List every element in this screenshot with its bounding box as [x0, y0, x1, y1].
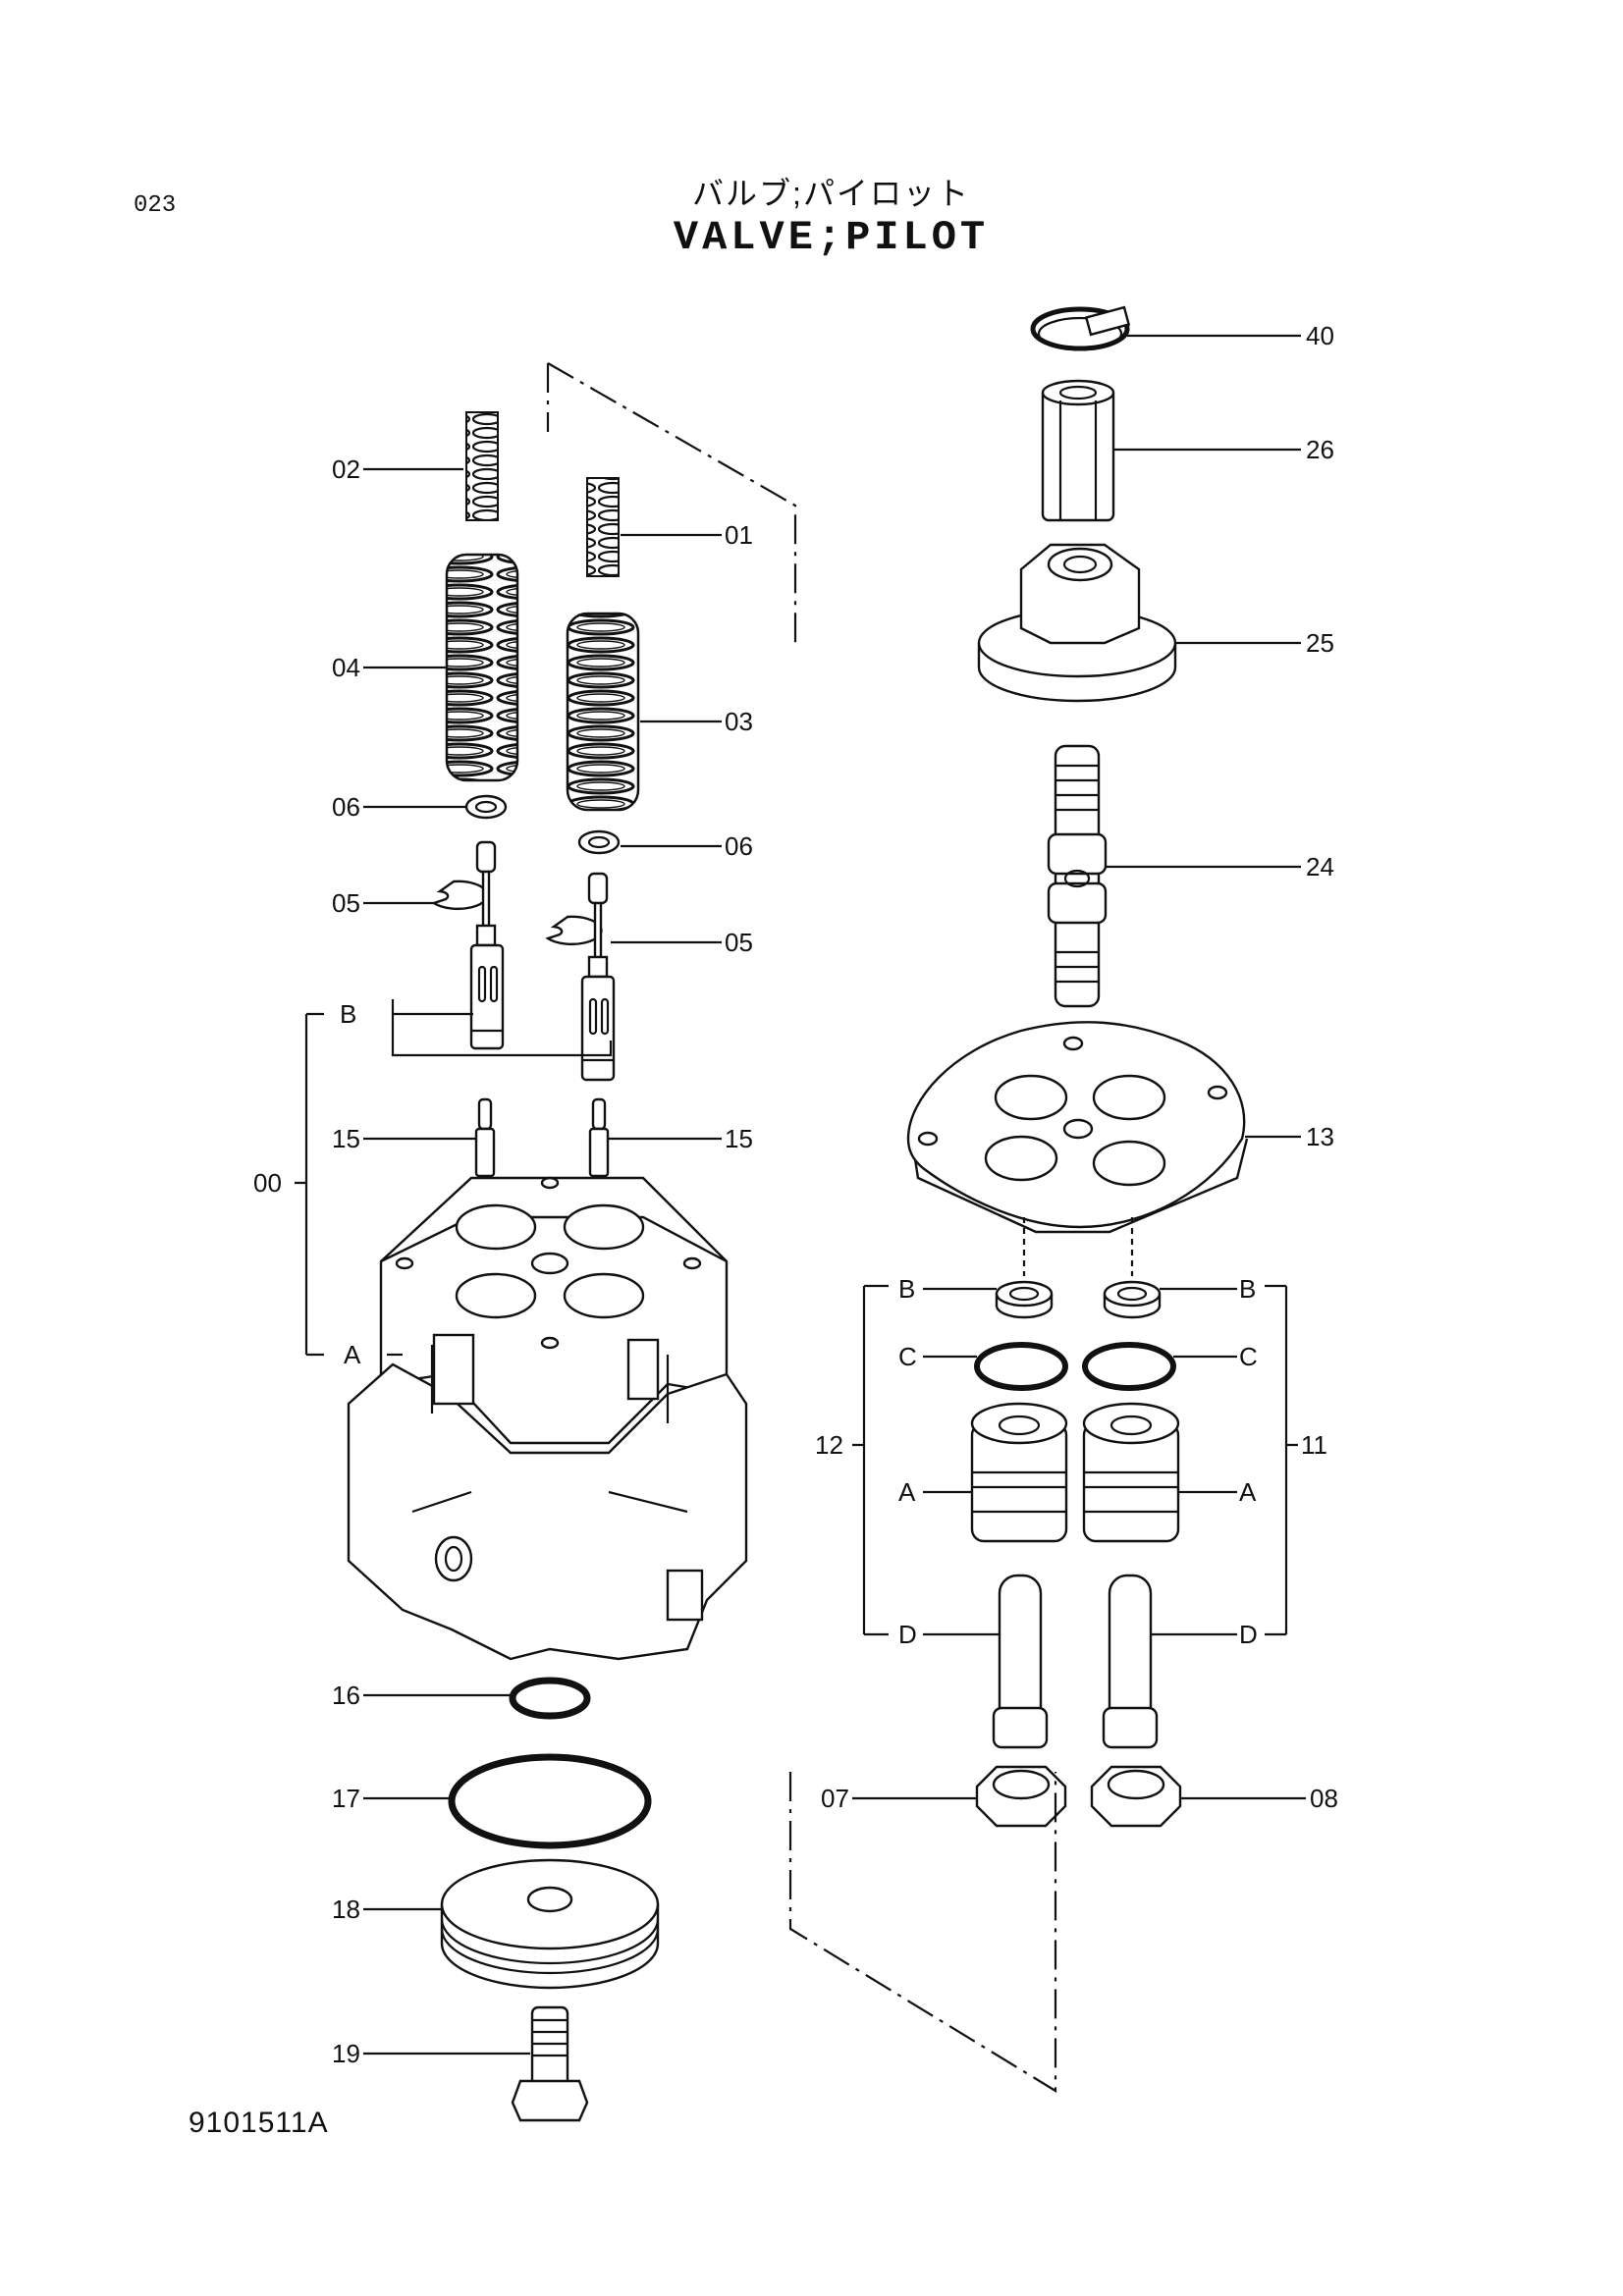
callout-a-11: A	[1239, 1477, 1257, 1507]
nut-08	[1090, 1765, 1182, 1828]
o-ring-c-right	[1082, 1342, 1176, 1391]
drawing-code: 9101511A	[189, 2107, 329, 2139]
callout-03: 03	[725, 707, 753, 736]
connector-26	[1041, 379, 1115, 522]
callout-06-right: 06	[725, 831, 753, 861]
guide-line-bottom	[788, 1772, 1057, 2093]
title-japanese: バルブ;パイロット	[692, 176, 970, 211]
plug-a-right	[1082, 1402, 1180, 1543]
spool-right	[580, 872, 616, 1082]
spring-02	[465, 411, 499, 521]
callout-15-left: 15	[332, 1124, 360, 1153]
c-clip-05-left	[431, 880, 489, 911]
callout-06-left: 06	[332, 792, 360, 822]
callout-24: 24	[1306, 852, 1334, 881]
spring-03	[566, 612, 640, 812]
sleeve-d-right	[1102, 1574, 1159, 1749]
washer-06-right	[577, 829, 621, 855]
plug-18	[440, 1858, 660, 1990]
bracket-11	[1265, 1284, 1298, 1636]
callout-15-right: 15	[725, 1124, 753, 1153]
callout-12: 12	[815, 1430, 843, 1460]
callout-40: 40	[1306, 321, 1334, 350]
callout-08: 08	[1310, 1784, 1338, 1813]
o-ring-16	[509, 1677, 591, 1720]
bracket-12	[852, 1284, 889, 1636]
o-ring-c-left	[974, 1342, 1068, 1391]
spring-04	[445, 553, 519, 782]
c-clip-05-right	[545, 915, 603, 946]
callout-00: 00	[253, 1168, 282, 1198]
callout-07: 07	[821, 1784, 849, 1813]
callout-01: 01	[725, 520, 753, 550]
hose-clamp-40	[1030, 305, 1131, 351]
title-english: VALVE;PILOT	[673, 214, 990, 261]
callout-c-12: C	[898, 1342, 917, 1371]
seat-b-right	[1103, 1217, 1162, 1319]
nut-flange-25	[977, 543, 1177, 703]
callout-a-left: A	[344, 1340, 361, 1369]
plug-a-left	[970, 1402, 1068, 1543]
sleeve-d-left	[992, 1574, 1049, 1749]
callout-26: 26	[1306, 435, 1334, 464]
callout-b-11: B	[1239, 1274, 1256, 1304]
callout-c-11: C	[1239, 1342, 1258, 1371]
bracket-00	[295, 1012, 324, 1357]
pin-15-right	[588, 1097, 610, 1178]
spring-01	[586, 477, 620, 577]
guide-line-top	[546, 362, 797, 648]
callout-02: 02	[332, 454, 360, 484]
callout-05-left: 05	[332, 888, 360, 918]
callout-11: 11	[1301, 1430, 1327, 1460]
pin-15-left	[474, 1097, 496, 1178]
callout-13: 13	[1306, 1122, 1334, 1151]
spool-left	[469, 840, 505, 1050]
callout-b-left: B	[340, 999, 356, 1029]
callout-16: 16	[332, 1681, 360, 1710]
callout-18: 18	[332, 1895, 360, 1924]
callout-25: 25	[1306, 628, 1334, 658]
o-ring-17	[448, 1753, 652, 1849]
plate-13	[906, 1021, 1249, 1234]
callout-04: 04	[332, 653, 360, 682]
callout-d-11: D	[1239, 1620, 1258, 1649]
callout-a-12: A	[898, 1477, 916, 1507]
callout-d-12: D	[898, 1620, 917, 1649]
callout-19: 19	[332, 2039, 360, 2068]
callout-b-12: B	[898, 1274, 915, 1304]
seat-b-left	[995, 1217, 1054, 1319]
callout-17: 17	[332, 1784, 360, 1813]
washer-06-left	[464, 794, 508, 820]
page-number: 023	[134, 192, 177, 219]
nut-07	[975, 1765, 1067, 1828]
joint-24	[1047, 744, 1108, 1008]
bolt-19	[511, 2005, 589, 2122]
valve-body	[347, 1176, 748, 1661]
callout-05-right: 05	[725, 928, 753, 957]
